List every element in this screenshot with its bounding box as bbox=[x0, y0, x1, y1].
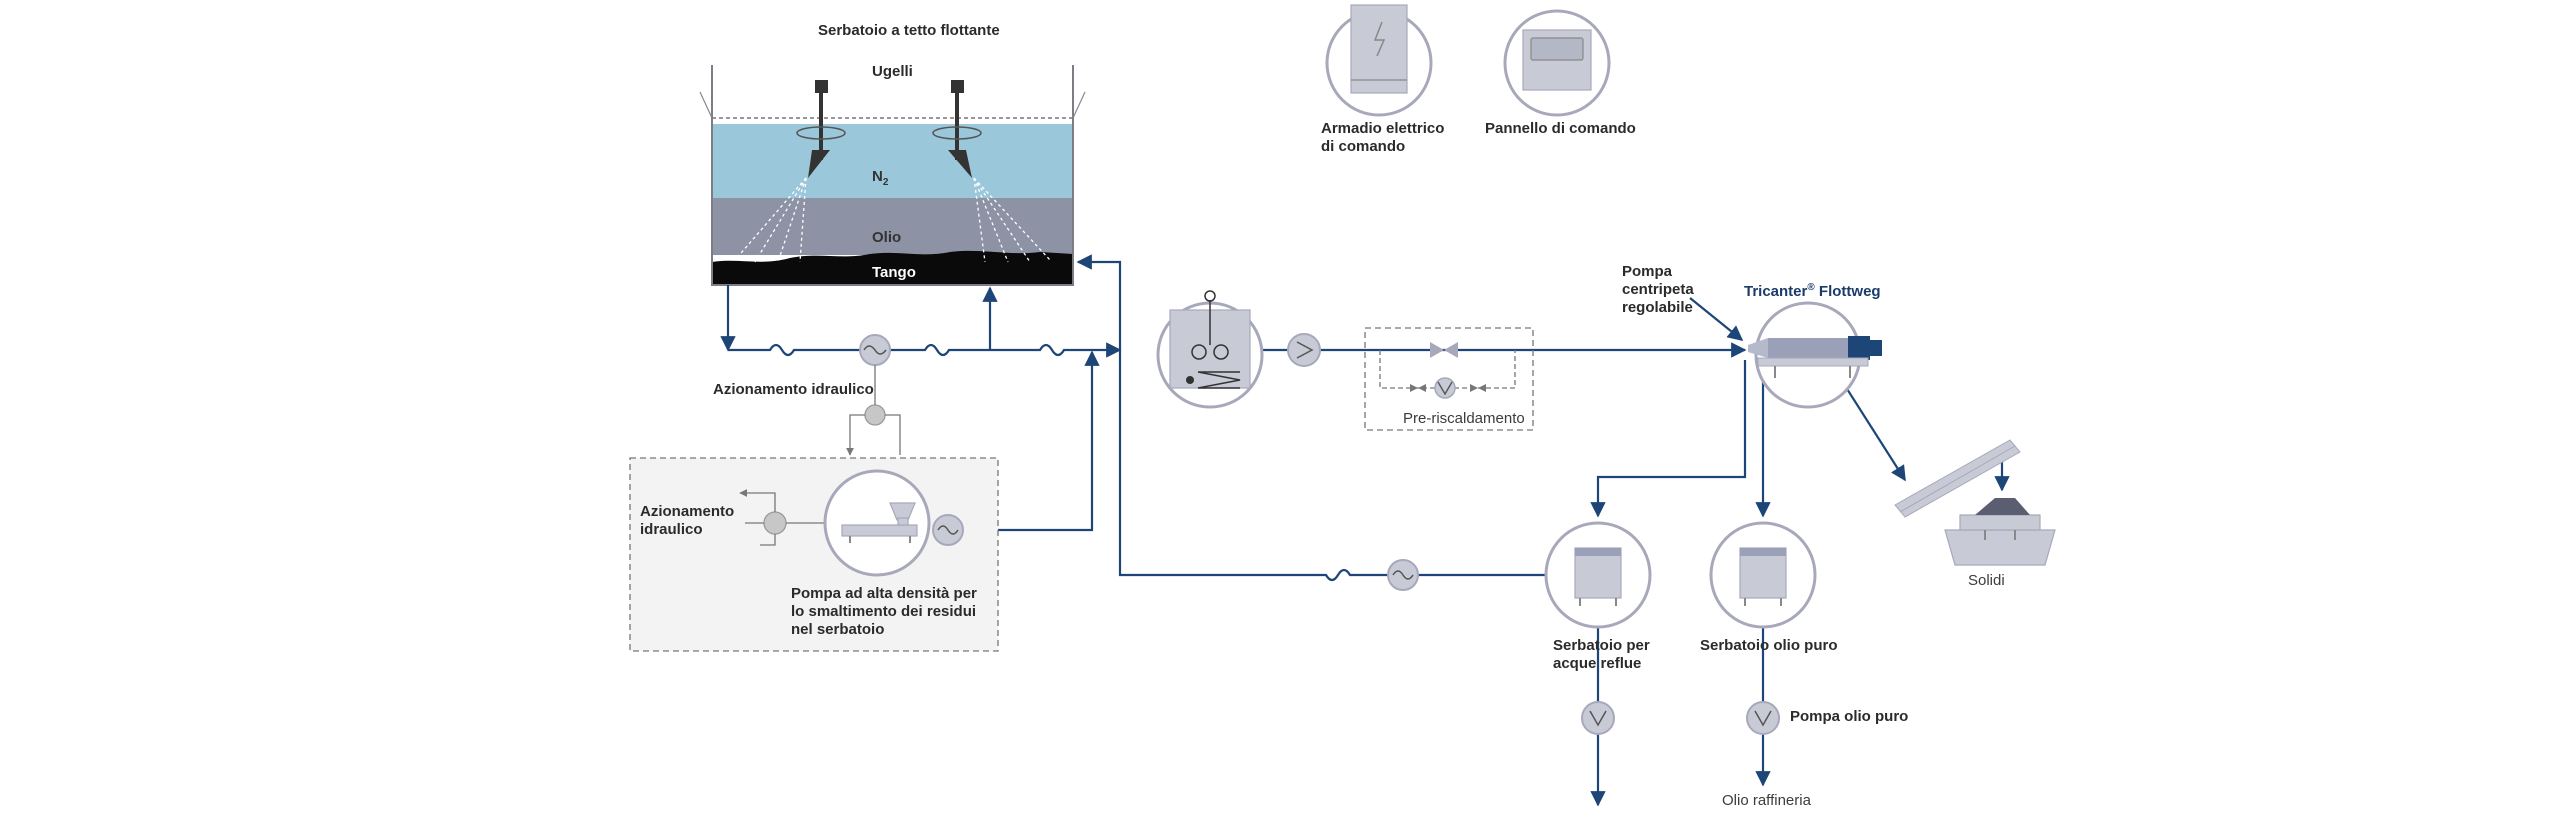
flow-lines bbox=[720, 254, 2010, 807]
pure-oil-pump bbox=[1746, 701, 1780, 735]
wastewater-tank bbox=[1544, 521, 1652, 629]
wastewater-tank-label-line1: Serbatoio per bbox=[1553, 637, 1650, 654]
tricanter bbox=[1748, 301, 1882, 409]
return-line-pump bbox=[1387, 559, 1419, 591]
wastewater-tank-label-line2: acque reflue bbox=[1553, 655, 1642, 672]
solids-label: Solidi bbox=[1968, 572, 2005, 589]
centripetal-pump-label-line1: Pompa bbox=[1622, 263, 1673, 280]
tank-wall bbox=[711, 65, 1074, 286]
refinery-oil-label: Olio raffineria bbox=[1722, 792, 1811, 809]
centripetal-pump-label-line2: centripeta bbox=[1622, 281, 1694, 298]
dense-pump-label-line2: lo smaltimento dei residui bbox=[791, 603, 977, 620]
feed-pump bbox=[1287, 333, 1321, 367]
nozzle-right bbox=[932, 80, 1051, 263]
hydraulic-drive-sub-label-line2: idraulico bbox=[640, 521, 703, 538]
dense-pump-label-line3: nel serbatoio bbox=[791, 621, 885, 638]
floating-roof-tank bbox=[699, 65, 1086, 286]
wastewater-pump bbox=[1581, 701, 1615, 735]
solids-conveyor bbox=[1894, 439, 2021, 518]
nozzle-left bbox=[734, 80, 846, 263]
centripetal-pump-label-line3: regolabile bbox=[1622, 299, 1693, 316]
mixing-tank bbox=[1156, 290, 1264, 409]
pure-oil-tank-label: Serbatoio olio puro bbox=[1700, 637, 1838, 654]
dense-pump-icon bbox=[841, 502, 918, 543]
hydraulic-drive-sub-label-line1: Azionamento bbox=[640, 503, 735, 520]
nozzles-label: Ugelli bbox=[872, 63, 913, 80]
preheating-unit bbox=[1364, 327, 1534, 431]
control-panel-label: Pannello di comando bbox=[1485, 120, 1636, 137]
tank-n2-layer bbox=[712, 124, 1073, 198]
dense-pump-housing bbox=[823, 469, 931, 577]
control-panel bbox=[1503, 9, 1611, 117]
preheating-label: Pre-riscaldamento bbox=[1403, 410, 1525, 427]
hydraulic-drive-label: Azionamento idraulico bbox=[713, 381, 874, 398]
pure-oil-tank bbox=[1709, 521, 1817, 629]
oil-label: Olio bbox=[872, 229, 902, 246]
tank-title: Serbatoio a tetto flottante bbox=[818, 22, 1000, 39]
n2-label: N2 bbox=[872, 168, 889, 188]
tricanter-label: Tricanter® Flottweg bbox=[1744, 282, 1881, 300]
tank-oil-layer bbox=[712, 198, 1073, 255]
hydraulic-drive-upper bbox=[846, 365, 901, 456]
solids-container bbox=[1944, 498, 2056, 566]
electrical-cabinet bbox=[1325, 4, 1433, 117]
electrical-cabinet-label-line1: Armadio elettrico bbox=[1321, 120, 1445, 137]
subsystem-dense-pump bbox=[629, 457, 999, 652]
main-line-pump bbox=[859, 334, 891, 366]
tank-sludge-layer bbox=[712, 250, 1073, 285]
electrical-cabinet-label-line2: di comando bbox=[1321, 138, 1406, 155]
pure-oil-pump-label: Pompa olio puro bbox=[1790, 708, 1909, 725]
sludge-label: Tango bbox=[872, 264, 916, 281]
dense-pump-label-line1: Pompa ad alta densità per bbox=[791, 585, 977, 602]
